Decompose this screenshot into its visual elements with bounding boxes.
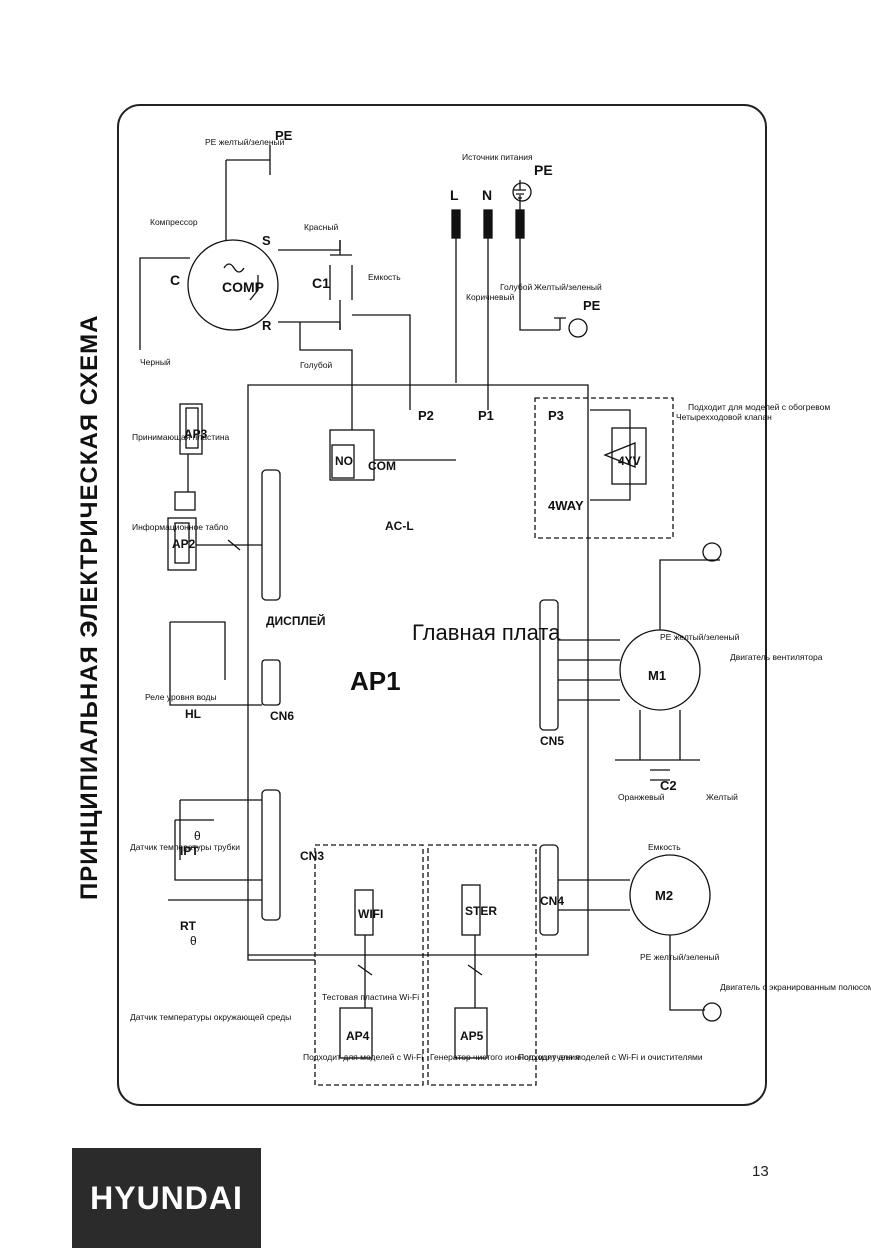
relay-p3: P3	[548, 408, 564, 423]
c1-capacity: Емкость	[368, 272, 401, 282]
main-board-outline	[247, 384, 589, 956]
ipt-desc: Датчик температуры трубки	[130, 842, 240, 852]
m2-label: M2	[655, 888, 673, 903]
comp-r: R	[262, 318, 272, 333]
c2-label: C2	[660, 778, 677, 793]
ster-note: Подходит для моделей с Wi-Fi и очистител…	[518, 1052, 703, 1062]
valve-4way: 4WAY	[548, 498, 584, 513]
cn5-connector	[539, 599, 559, 731]
board-id: AP1	[350, 666, 401, 696]
display-label: ДИСПЛЕЙ	[266, 613, 326, 628]
cn6-connector	[261, 659, 281, 706]
relay-com: COM	[368, 459, 396, 473]
rt-desc: Датчик температуры окружающей среды	[130, 1012, 291, 1022]
terminal-l: L	[450, 187, 459, 203]
cn4-connector	[539, 844, 559, 936]
c2-capacity: Емкость	[648, 842, 681, 852]
rt-theta: θ	[190, 934, 197, 948]
relay-acl: AC-L	[385, 519, 414, 533]
comp-red: Красный	[304, 222, 338, 232]
comp-s: S	[262, 233, 271, 248]
wire-brown: Коричневый	[466, 292, 515, 302]
wire-blue: Голубой	[500, 282, 532, 292]
display-connector	[261, 469, 281, 601]
ap3-desc: Принимающая пластина	[132, 432, 230, 442]
ap2-desc: Информационное табло	[132, 522, 228, 532]
ipt-theta: θ	[194, 829, 201, 843]
relay-p2: P2	[418, 408, 434, 423]
m2-name: Двигатель с экранированным полюсом	[720, 982, 871, 992]
ster-gen: Генератор чистого ионного излучения	[430, 1052, 580, 1062]
wifi-note: Подходит для моделей с Wi-Fi	[303, 1052, 423, 1062]
cn4-label: CN4	[540, 894, 564, 908]
wire-orange: Оранжевый	[618, 792, 665, 802]
comp-pe-wire: PE желтый/зеленый	[205, 137, 285, 147]
cn6-label: CN6	[270, 709, 294, 723]
ground-pe: PE	[583, 298, 601, 313]
cn5-label: CN5	[540, 734, 564, 748]
hl-desc: Реле уровня воды	[145, 692, 217, 702]
cn3-connector	[261, 789, 281, 921]
ap2-label: AP2	[172, 537, 196, 551]
comp-blue: Голубой	[300, 360, 332, 370]
diagram-frame	[117, 104, 767, 1106]
power-source: Источник питания	[462, 152, 533, 162]
terminal-n: N	[482, 187, 492, 203]
hl-label: HL	[185, 707, 201, 721]
relay-no: NO	[335, 454, 353, 468]
ap4-label: AP4	[346, 1029, 370, 1043]
m1-pe: PE желтый/зеленый	[660, 632, 740, 642]
ipt-label: IPT	[180, 844, 199, 858]
compressor-motor	[187, 239, 279, 331]
comp-pe: PE	[275, 128, 293, 143]
valve-name: Четырехходовой клапан	[676, 412, 772, 422]
comp-c: C	[170, 272, 180, 288]
c1-label: C1	[312, 275, 330, 291]
wire-yg: Желтый/зеленый	[534, 282, 602, 292]
page-number: 13	[752, 1163, 769, 1180]
cn3-label: CN3	[300, 849, 324, 863]
comp-black: Черный	[140, 357, 171, 367]
fan-name: Двигатель вентилятора	[730, 652, 823, 662]
rt-label: RT	[180, 919, 197, 933]
relay-p1: P1	[478, 408, 494, 423]
compressor-name: Компрессор	[150, 217, 198, 227]
terminal-pe: PE	[534, 162, 553, 178]
valve-4yv: 4YV	[618, 454, 641, 468]
hyundai-logo: HYUNDAI	[72, 1148, 261, 1248]
wire-yellow: Желтый	[706, 792, 738, 802]
wifi-board: Тестовая пластина Wi-Fi	[322, 992, 419, 1002]
comp-label: COMP	[222, 279, 264, 295]
m2-pe: PE желтый/зеленый	[640, 952, 720, 962]
ap5-label: AP5	[460, 1029, 484, 1043]
ster-chip: STER	[465, 904, 497, 918]
m1-label: M1	[648, 668, 666, 683]
ap3-label: AP3	[184, 427, 208, 441]
board-name: Главная плата	[412, 620, 561, 645]
valve-note: Подходит для моделей с обогревом	[688, 402, 830, 412]
wifi-chip: WIFI	[358, 907, 383, 921]
